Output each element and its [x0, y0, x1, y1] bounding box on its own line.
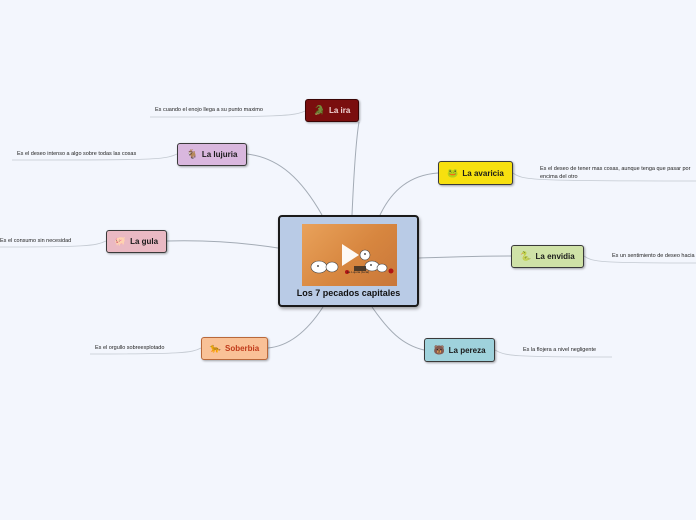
topic-avaricia[interactable]: 🐸 La avaricia [438, 161, 513, 185]
note-soberbia: Es el orgullo sobreexplotado [95, 345, 165, 351]
snake-icon: 🐍 [520, 251, 532, 261]
bear-icon: 🐻 [433, 344, 445, 355]
dragon-icon: 🐊 [313, 105, 325, 115]
topic-envidia[interactable]: 🐍 La envidia [511, 245, 584, 268]
topic-ira-label: La ira [328, 106, 351, 115]
topic-soberbia-label: Soberbia [224, 344, 260, 353]
topic-lujuria[interactable]: 🐐 La lujuria [177, 143, 247, 166]
link-gula [166, 240, 279, 249]
note-lujuria: Es el deseo intenso a algo sobre todas l… [17, 151, 137, 157]
topic-soberbia[interactable]: 🐆 Soberbia [201, 337, 268, 360]
note-line-gula [0, 240, 107, 248]
link-envidia [418, 255, 512, 259]
note-envidia: Es un sentimiento de deseo hacia [612, 253, 695, 259]
link-soberbia [267, 306, 324, 349]
link-ira [351, 121, 360, 216]
note-avaricia-line2: encima del otro [540, 174, 578, 180]
note-line-envidia [583, 255, 696, 264]
topic-gula[interactable]: 🐖 La gula [106, 230, 167, 253]
goat-icon: 🐐 [186, 149, 198, 159]
frog-icon: 🐸 [447, 167, 459, 178]
pig-icon: 🐖 [114, 236, 127, 246]
central-topic[interactable]: La Lujuria (lucia) Los 7 pecados capital… [278, 215, 419, 307]
note-line-pereza [494, 349, 613, 358]
note-avaricia: Es el deseo de tener mas cosas, aunque t… [540, 165, 690, 181]
link-lujuria [246, 153, 323, 216]
note-ira: Es cuando el enojo llega a su punto maxi… [155, 107, 263, 113]
note-line-avaricia [512, 172, 696, 182]
topic-lujuria-label: La lujuria [201, 150, 238, 159]
note-line-lujuria [11, 153, 178, 161]
topic-ira[interactable]: 🐊 La ira [305, 99, 359, 122]
topic-pereza-label: La pereza [448, 345, 486, 355]
link-avaricia [379, 172, 439, 216]
central-title: Los 7 pecados capitales [296, 288, 401, 298]
note-line-soberbia [89, 347, 202, 355]
thumbnail-caption: La Lujuria (lucia) [347, 270, 369, 274]
topic-pereza[interactable]: 🐻 La pereza [424, 338, 495, 362]
note-pereza: Es la flojera a nivel negligente [523, 347, 597, 353]
link-pereza [371, 306, 425, 351]
note-avaricia-line1: Es el deseo de tener mas cosas, aunque t… [540, 166, 691, 172]
video-thumbnail[interactable]: La Lujuria (lucia) [302, 224, 397, 286]
lion-icon: 🐆 [209, 343, 221, 353]
note-line-ira [149, 110, 306, 118]
topic-gula-label: La gula [130, 237, 159, 246]
topic-envidia-label: La envidia [535, 252, 575, 261]
topic-avaricia-label: La avaricia [462, 168, 504, 178]
note-gula: Es el consumo sin necesidad [0, 238, 72, 244]
cartoon-illustration: La Lujuria (lucia) [310, 244, 394, 274]
